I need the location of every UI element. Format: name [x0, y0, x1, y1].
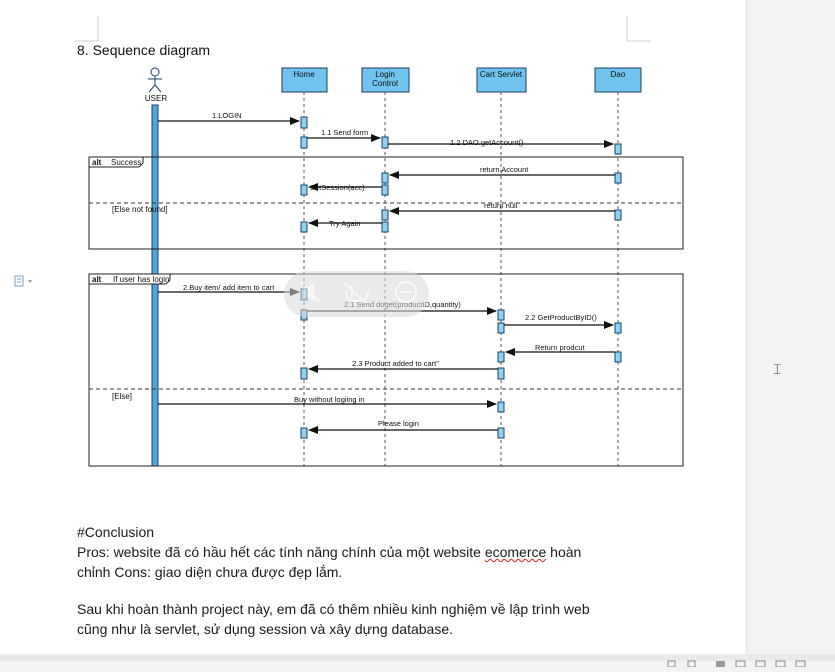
msg-product-added: 2.3 Product added to cart": [352, 359, 439, 368]
lifeline-home-label: Home: [293, 70, 315, 79]
conclusion-pros-line2: chỉnh Cons: giao diện chưa được đẹp lắm.: [77, 564, 343, 580]
pros-text-c: hoàn: [546, 544, 582, 560]
user-activation-bar: [151, 104, 159, 467]
msg-get-account: 1.2 DAO.getAccount(): [450, 138, 524, 147]
lifeline-cart-servlet-label: Cart Servlet: [480, 70, 523, 79]
frame-cart-operator: alt: [92, 275, 102, 284]
msg-buy-without-login: Buy without logiing in: [294, 395, 364, 404]
page-crop-marks: [74, 16, 651, 42]
msg-return-account: return Account: [480, 165, 529, 174]
sequence-diagram: USER Home Login Control Cart Servlet Dao: [88, 67, 684, 467]
mic-off-icon[interactable]: [343, 282, 369, 304]
speaker-muted-icon[interactable]: [299, 281, 321, 303]
msg-login: 1.LOGIN: [212, 111, 242, 120]
paste-options-icon[interactable]: [14, 275, 34, 287]
conclusion-title: #Conclusion: [77, 524, 155, 540]
zoom-out-icon[interactable]: [395, 281, 417, 303]
alt-frame-login: [88, 156, 684, 250]
media-overlay-toolbar[interactable]: [284, 271, 429, 317]
lifeline-cart-servlet: [476, 67, 527, 93]
user-actor: [148, 67, 162, 93]
frame-cart-guard: If user has login: [113, 275, 169, 284]
section-heading: 8. Sequence diagram: [77, 42, 211, 58]
status-bar-icons[interactable]: [0, 660, 835, 668]
lifeline-login-control: [361, 67, 410, 93]
lifeline-dao-label: Dao: [611, 70, 626, 79]
frame-cart-else: [Else]: [112, 392, 132, 401]
msg-return-null: return null: [484, 201, 518, 210]
msg-get-product: 2.2 GetProductByID(): [525, 313, 597, 322]
activation-boxes: [300, 116, 622, 439]
document-page: 8. Sequence diagram USER Home: [0, 0, 746, 661]
frame-login-guard: Success: [111, 158, 141, 167]
frame-login-operator: alt: [92, 158, 102, 167]
lifeline-login-control-label-1: Login: [375, 70, 395, 79]
conclusion-pros-line1: Pros: website đã có hầu hết các tính năn…: [77, 542, 581, 562]
summary-line2: cũng như là servlet, sử dụng session và …: [77, 621, 454, 637]
frame-login-else: [Else not found]: [112, 205, 168, 214]
misspelled-word: ecomerce: [484, 544, 547, 560]
document-right-pane: [746, 0, 835, 661]
status-bar: [0, 654, 835, 668]
msg-set-session: SetSession(acc): [310, 183, 365, 192]
pros-text-a: Pros: website đã có hầu hết các tính năn…: [77, 544, 485, 560]
msg-return-product: Return prodcut: [535, 343, 586, 352]
msg-buy-item: 2.Buy item/ add item to cart: [183, 283, 275, 292]
text-cursor-icon: ⌶: [773, 362, 782, 378]
summary-line1: Sau khi hoàn thành project này, em đã có…: [77, 601, 590, 617]
msg-try-again: Try Again: [329, 219, 360, 228]
actor-label: USER: [145, 94, 167, 103]
lifeline-login-control-label-2: Control: [372, 79, 398, 88]
message-arrows: [158, 117, 615, 434]
msg-send-form: 1.1 Send form: [321, 128, 368, 137]
msg-please-login: Please login: [378, 419, 419, 428]
